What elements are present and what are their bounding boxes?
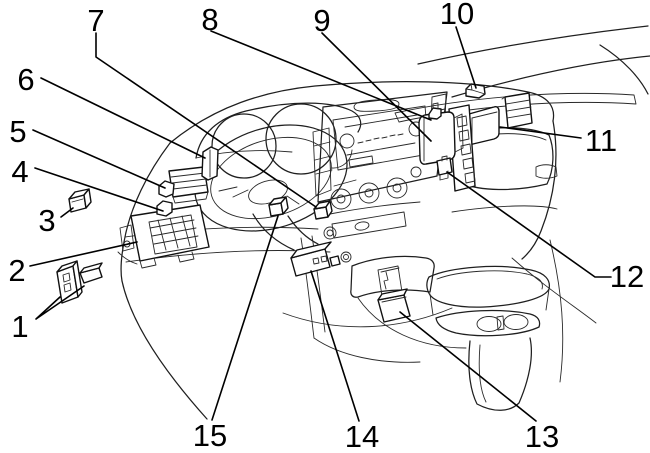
callout-label-7: 7 [87,3,104,38]
callout-label-9: 9 [313,3,330,38]
center-console [282,235,550,411]
instrument-cluster [195,102,362,179]
passenger-air-vent [501,92,533,129]
vent-bracket-relay [158,180,175,198]
junction-block-relay [156,200,173,217]
callout-label-8: 8 [201,2,218,37]
leader-line-5 [32,129,166,189]
callout-label-4: 4 [11,154,28,189]
callout-label-1: 1 [11,309,28,344]
callout-labels: 1 2 3 4 5 6 7 8 9 10 11 12 13 14 15 [8,0,644,453]
leader-line-8 [210,30,432,121]
bracket-top-relay [428,107,442,120]
column-relay-left [268,196,289,217]
console-side-ecu [377,288,411,323]
armrest [426,265,550,308]
leader-line-6 [40,77,206,159]
ignition-cylinder [323,226,337,240]
leader-line-13 [399,311,537,422]
steering-column [252,213,370,251]
leader-line-9 [321,32,432,142]
ecu-bracket-assembly [418,102,476,192]
dash-top-sensor [465,83,486,99]
leader-line-11 [499,126,582,139]
leader-line-7 [95,32,317,208]
console-front-ecu [290,241,341,277]
leader-line-3 [60,207,74,218]
shifter-bezel [350,255,435,298]
leader-line-2 [29,241,138,267]
callout-label-13: 13 [525,419,559,453]
column-relay-right [313,200,333,220]
leader-line-14 [310,270,360,422]
callout-label-6: 6 [17,62,34,97]
driver-junction-block [117,146,219,269]
leader-lines [29,26,612,422]
callout-label-3: 3 [38,203,55,238]
leader-line-12 [446,171,612,278]
leader-line-15 [211,215,279,421]
callout-label-2: 2 [8,253,25,288]
callout-label-15: 15 [193,418,227,453]
leader-line-10 [455,26,477,89]
callout-label-5: 5 [9,114,26,149]
callout-label-11: 11 [585,123,617,158]
cup-holder-tray [435,309,541,337]
combination-switches [56,260,103,304]
callout-label-10: 10 [440,0,474,31]
leader-line-4 [34,167,164,212]
bracket-bottom-connector [436,157,453,176]
passenger-relay-box [467,106,500,145]
callout-label-14: 14 [345,419,379,453]
callout-label-12: 12 [610,259,644,294]
leader-line-1 [35,285,85,320]
